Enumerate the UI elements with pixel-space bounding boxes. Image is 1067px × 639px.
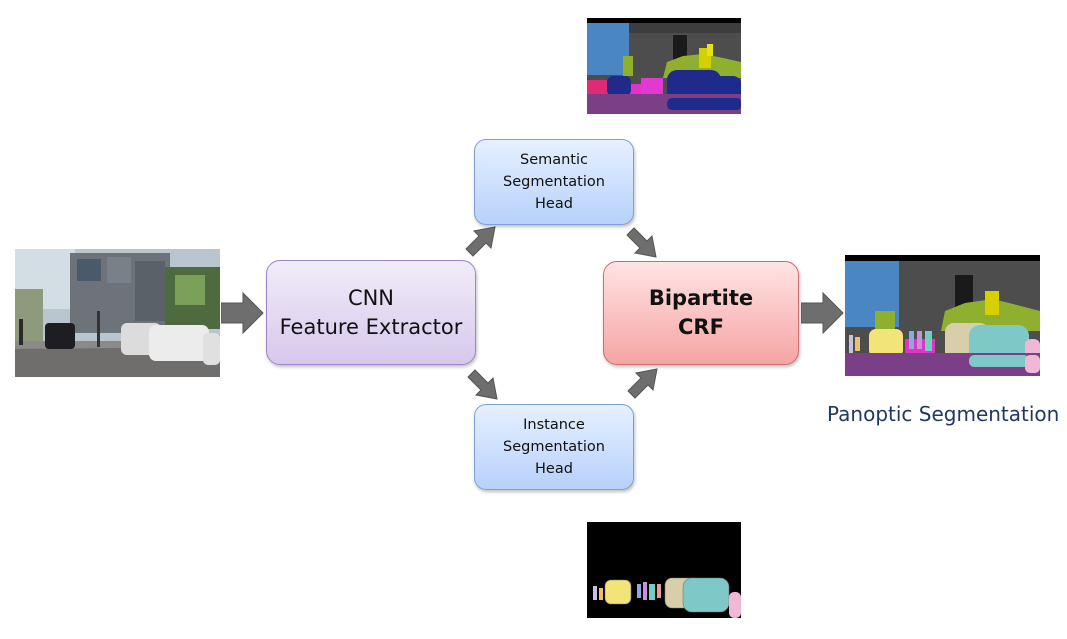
- panoptic-segmentation-map: [845, 255, 1040, 376]
- arrow-up-right-icon: [465, 226, 496, 257]
- cnn-box-line2: Feature Extractor: [279, 314, 463, 339]
- semantic-head-line1: Semantic: [519, 152, 588, 168]
- instance-head-line2: Segmentation: [503, 439, 605, 455]
- instance-segmentation-map: [587, 522, 741, 618]
- cnn-feature-extractor-box: CNN Feature Extractor: [266, 260, 476, 365]
- crf-box-line1: Bipartite: [648, 286, 754, 310]
- arrow-right-icon: [801, 292, 844, 334]
- input-street-photo: [15, 249, 220, 377]
- panoptic-segmentation-caption: Panoptic Segmentation: [827, 402, 1060, 426]
- arrow-down-right-icon: [467, 369, 498, 400]
- cnn-box-line1: CNN: [347, 285, 395, 310]
- arrow-up-right-icon: [627, 368, 658, 399]
- crf-box-line2: CRF: [678, 315, 724, 339]
- semantic-head-line3: Head: [535, 196, 573, 212]
- bipartite-crf-box: Bipartite CRF: [603, 261, 799, 365]
- semantic-segmentation-head-box: Semantic Segmentation Head: [474, 139, 634, 225]
- instance-head-line3: Head: [535, 461, 573, 477]
- arrow-down-right-icon: [626, 227, 657, 258]
- instance-segmentation-head-box: Instance Segmentation Head: [474, 404, 634, 490]
- semantic-segmentation-map: [587, 18, 741, 114]
- semantic-head-line2: Segmentation: [503, 174, 605, 190]
- arrow-right-icon: [221, 292, 264, 334]
- instance-head-line1: Instance: [523, 417, 585, 433]
